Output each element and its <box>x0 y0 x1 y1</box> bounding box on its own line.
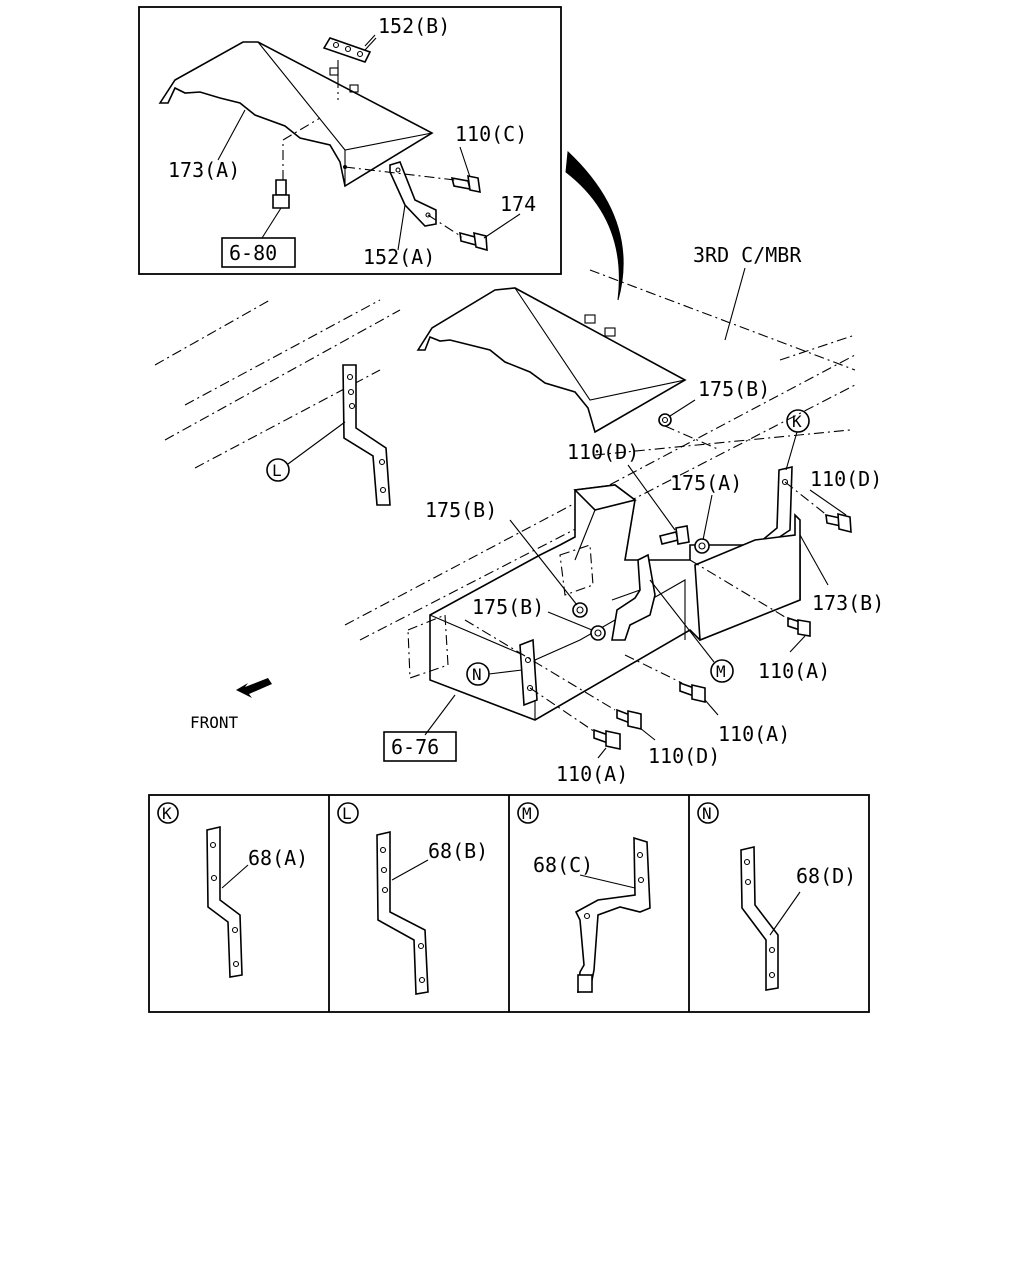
label-175a: 175(A) <box>670 471 742 495</box>
inset-frame <box>138 6 562 275</box>
cover-173a-main <box>416 287 687 434</box>
label-174: 174 <box>500 192 536 216</box>
detail-callout-n-text: N <box>702 804 712 823</box>
bolt-110d-2 <box>825 512 852 534</box>
inset-view: 152(B) 110(C) 173(A) 174 152(A) 6-80 <box>138 6 562 275</box>
ref-box-6-80[interactable] <box>221 237 296 268</box>
detail-label-68d: 68(D) <box>796 864 856 888</box>
detail-callout-l <box>337 802 359 824</box>
label-110a-mid: 110(A) <box>718 722 790 746</box>
label-173b: 173(B) <box>812 591 884 615</box>
ref-box-6-76[interactable] <box>383 731 457 762</box>
callout-k-main-text[interactable]: K <box>792 412 802 431</box>
bracket-n-main <box>519 638 538 707</box>
bolt-110d-1 <box>659 525 690 545</box>
bracket-m-main <box>611 553 656 641</box>
inset-arrow <box>565 150 624 301</box>
ref-6-80[interactable]: 6-80 <box>229 241 277 265</box>
bolt-110a-mid <box>679 681 706 704</box>
callout-n-main-text[interactable]: N <box>472 665 482 684</box>
cover-173a-inset <box>158 41 434 188</box>
callout-l-main[interactable] <box>266 458 290 482</box>
bracket-152a <box>389 161 437 227</box>
bolt-inset-vertical <box>272 179 290 209</box>
detail-callout-k <box>157 802 179 824</box>
detail-panels: K 68(A) L 68(B) M <box>148 794 870 1013</box>
detail-panel-k: K 68(A) <box>157 802 308 978</box>
detail-panel-n: N 68(D) <box>697 802 856 991</box>
nut-175b-mid <box>590 625 606 641</box>
label-110a-bottom: 110(A) <box>556 762 628 786</box>
label-175b-top: 175(B) <box>698 377 770 401</box>
bolt-174 <box>459 231 488 252</box>
callout-m-main-text[interactable]: M <box>716 662 726 681</box>
label-110c: 110(C) <box>455 122 527 146</box>
label-110d-bottom: 110(D) <box>648 744 720 768</box>
nut-175b-left <box>572 602 588 618</box>
plate-152b <box>322 37 377 78</box>
bolt-110c <box>450 174 481 194</box>
label-3rd-cmbr: 3RD C/MBR <box>693 243 802 267</box>
detail-callout-m-text: M <box>522 804 532 823</box>
label-175b-left: 175(B) <box>425 498 497 522</box>
detail-label-68c: 68(C) <box>533 853 593 877</box>
detail-panel-m: M 68(C) <box>517 802 651 993</box>
main-view: 3RD C/MBR L K <box>154 243 884 786</box>
detail-callout-n <box>697 802 719 824</box>
detail-callout-m <box>517 802 539 824</box>
label-173a: 173(A) <box>168 158 240 182</box>
callout-m-main[interactable] <box>710 659 734 683</box>
label-front: FRONT <box>190 713 239 732</box>
detail-label-68a: 68(A) <box>248 846 308 870</box>
nut-175a <box>694 538 710 554</box>
detail-callout-l-text: L <box>342 804 352 823</box>
detail-callout-k-text: K <box>162 804 172 823</box>
bolt-110a-bottom <box>593 728 621 750</box>
label-152a: 152(A) <box>363 245 435 269</box>
label-152b: 152(B) <box>378 14 450 38</box>
bolt-110a-right <box>787 616 811 637</box>
label-175b-mid: 175(B) <box>472 595 544 619</box>
label-110d-1: 110(D) <box>567 440 639 464</box>
nut-175b-top <box>658 413 672 427</box>
front-arrow-icon <box>236 678 272 698</box>
detail-panel-l: L 68(B) <box>337 802 488 995</box>
label-110a-right: 110(A) <box>758 659 830 683</box>
callout-l-main-text[interactable]: L <box>272 461 282 480</box>
label-110d-2: 110(D) <box>810 467 882 491</box>
cover-173b <box>694 513 801 642</box>
callout-k-main[interactable] <box>786 409 810 433</box>
ref-6-76[interactable]: 6-76 <box>391 735 439 759</box>
bracket-l-main <box>342 364 391 506</box>
detail-label-68b: 68(B) <box>428 839 488 863</box>
bolt-110d-bottom <box>616 708 642 731</box>
